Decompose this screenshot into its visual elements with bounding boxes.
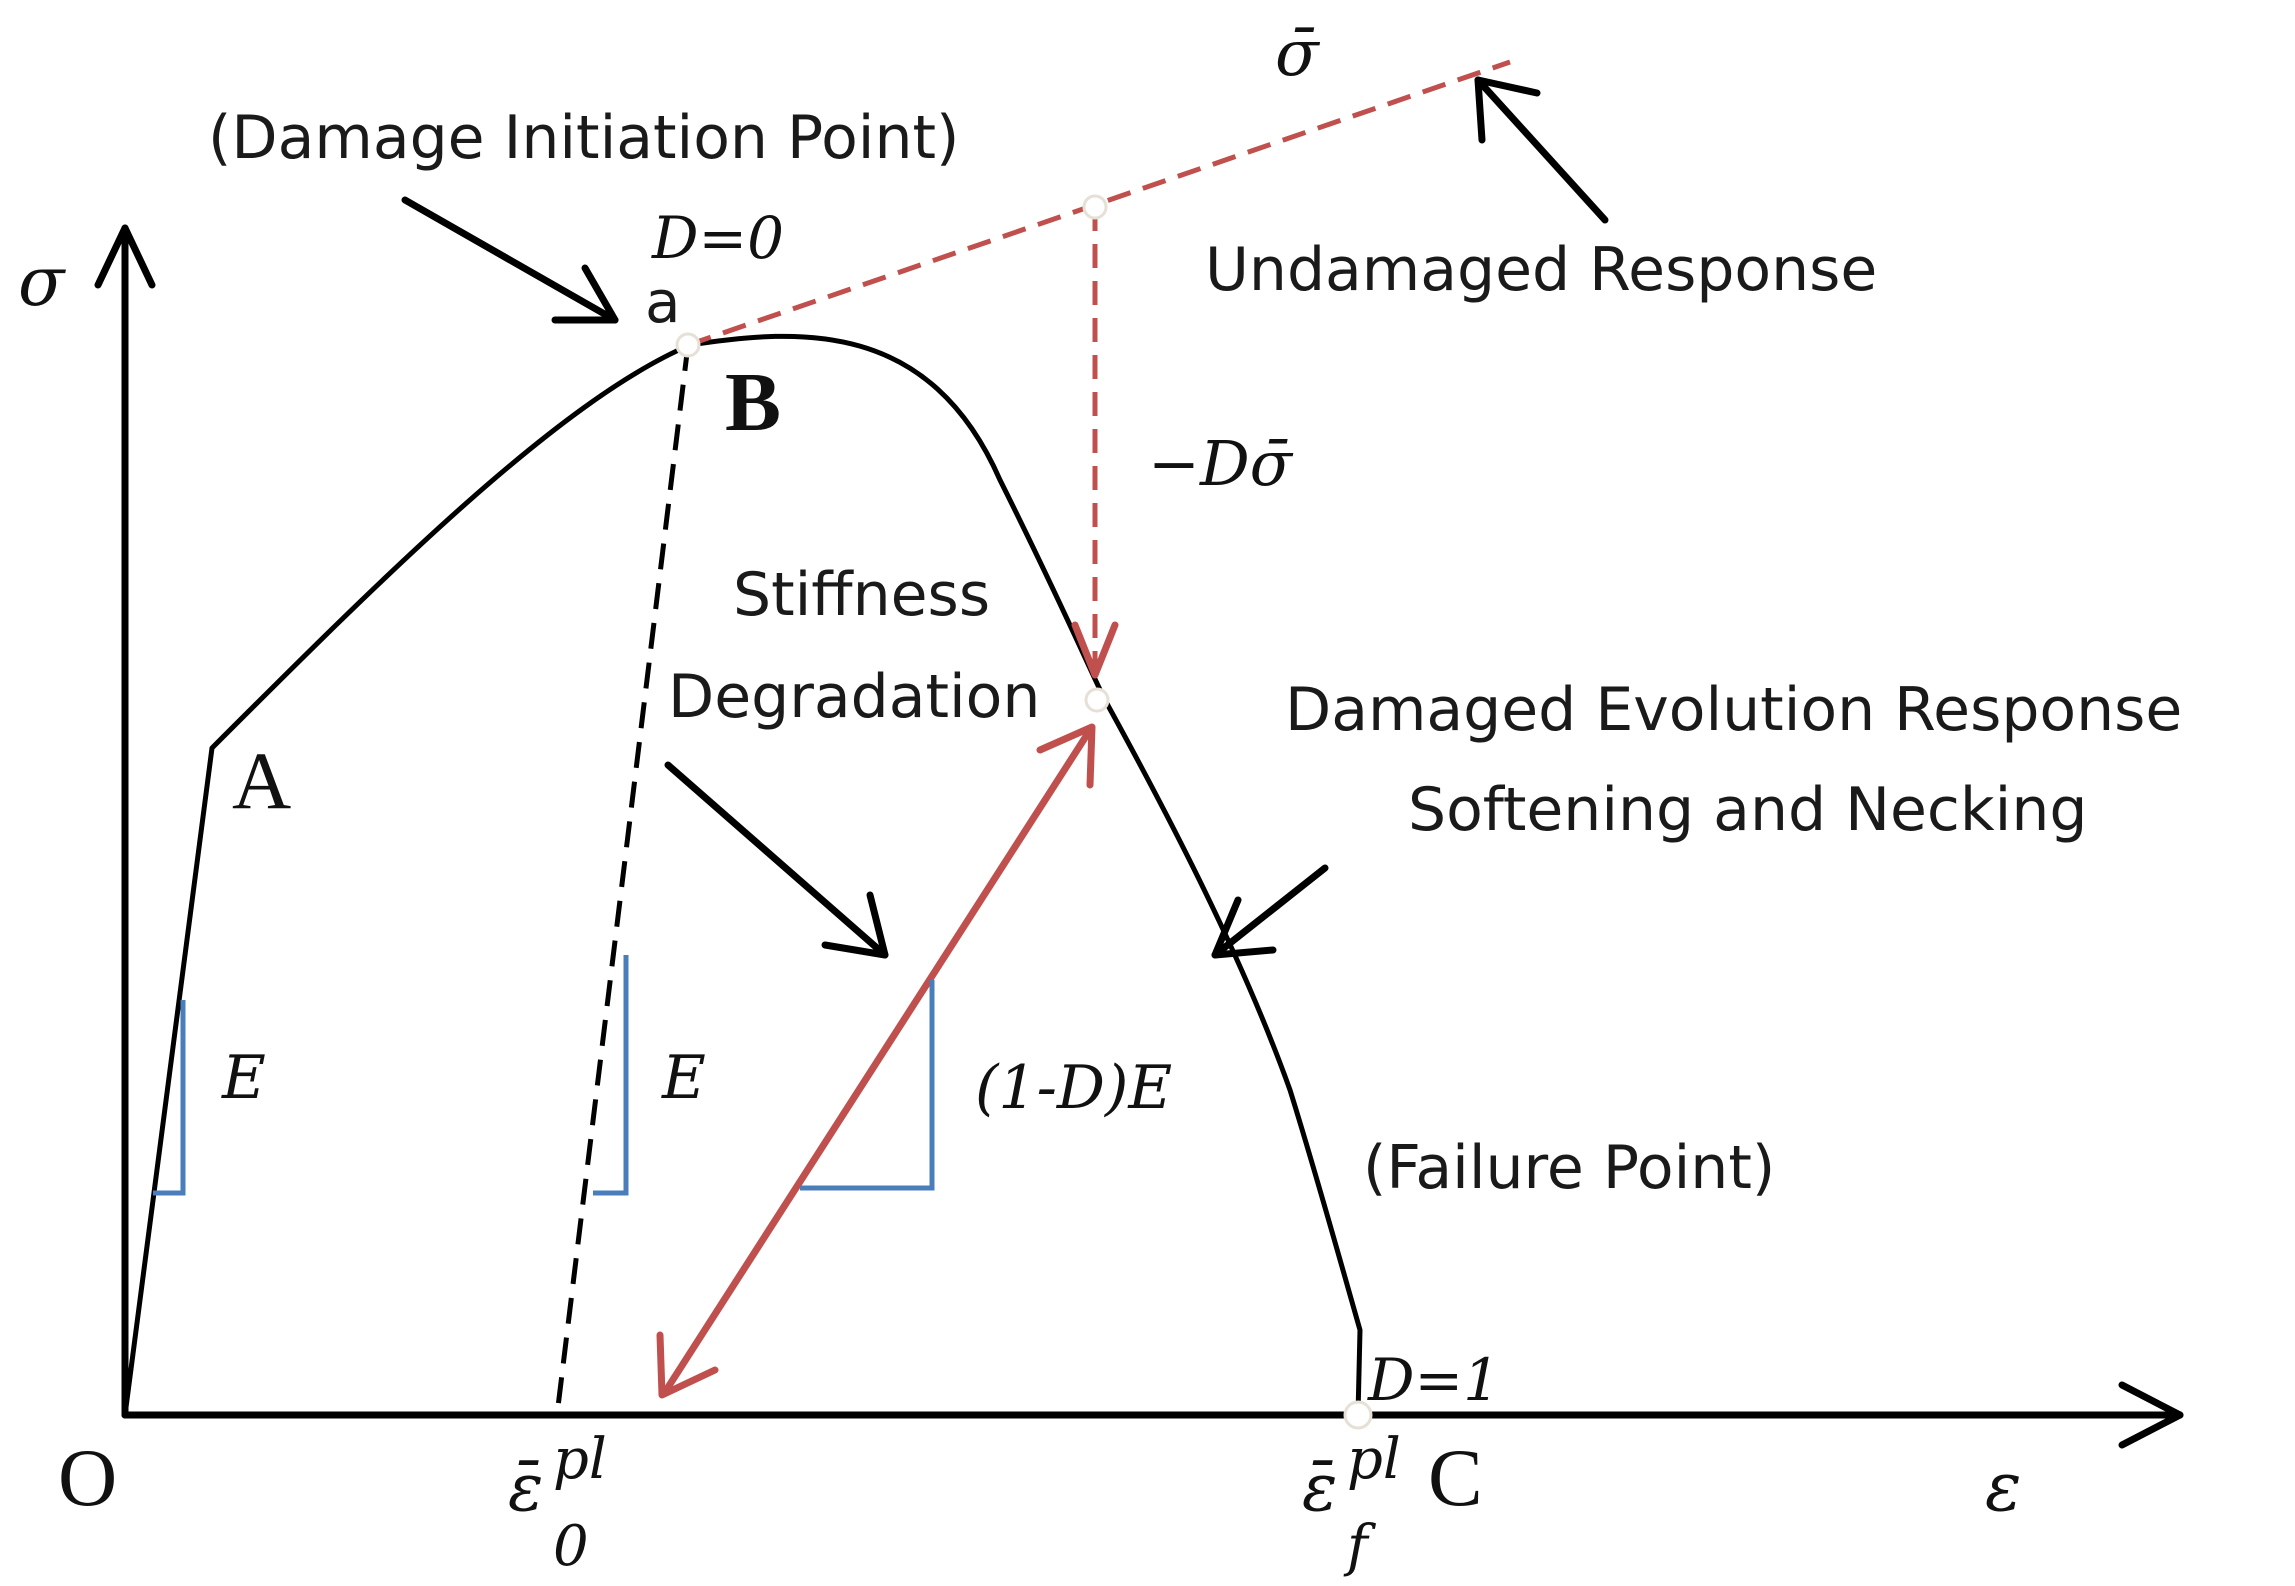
unloading-elastic-line: [554, 344, 691, 1416]
slope-e2-label: E: [661, 1043, 706, 1113]
x-axis-arrowhead: [2118, 1381, 2184, 1449]
undamaged-pointer-arrow: [1474, 76, 1609, 224]
pointer-arrows: [401, 76, 1609, 959]
eps0-symbol: ε̄: [508, 1449, 543, 1526]
point-c-label: C: [1428, 1432, 1483, 1523]
slope-e1-label: E: [221, 1043, 266, 1113]
damage-initiation-label: (Damage Initiation Point): [208, 103, 959, 173]
damaged-stiffness-arrowhead-bottom: [656, 1331, 719, 1399]
epsf-symbol: ε̄: [1302, 1449, 1337, 1526]
axes: [94, 224, 2184, 1449]
epsf-subscript: f: [1343, 1514, 1377, 1579]
undamaged-response-label: Undamaged Response: [1205, 235, 1877, 305]
stress-strain-curve: [122, 333, 1363, 1418]
point-b-label: B: [725, 356, 781, 449]
eps0-pl-label: ε̄ pl 0: [508, 1427, 607, 1579]
stiffness-label-line1: Stiffness: [733, 560, 990, 630]
minus-d-sigma-label: −Dσ̄: [1148, 427, 1294, 500]
damaged-evolution-label-line1: Damaged Evolution Response: [1285, 675, 2182, 745]
y-axis-label: σ: [18, 243, 66, 322]
eps0-subscript: 0: [553, 1514, 589, 1579]
initiation-pointer-arrow: [401, 196, 619, 324]
point-a-label: a: [645, 268, 681, 336]
sigma-bar-label: σ̄: [1275, 17, 1321, 91]
epsf-superscript: pl: [1347, 1427, 1401, 1492]
damage-reduction-arrowhead: [1071, 621, 1119, 679]
damaged-evolution-label-line2: Softening and Necking: [1408, 775, 2087, 845]
x-axis-label: ε: [1985, 1448, 2022, 1527]
y-axis-arrowhead: [94, 224, 156, 289]
point-b: [675, 332, 701, 358]
d-one-label: D=1: [1367, 1346, 1500, 1414]
undamaged-response-line: [687, 59, 1511, 348]
region-a-label: A: [232, 735, 291, 826]
damaged-stiffness-arrow: [661, 726, 1094, 1396]
stiffness-pointer-arrowhead: [821, 891, 889, 959]
undamaged-pointer-arrowhead: [1474, 76, 1541, 144]
damaged-stiffness-arrowhead-top: [1036, 723, 1096, 789]
point-damaged: [1084, 687, 1110, 713]
failure-point-label: (Failure Point): [1363, 1133, 1775, 1203]
epsf-pl-label: ε̄ pl f: [1302, 1427, 1401, 1579]
necking-pointer-arrowhead: [1211, 896, 1277, 959]
point-undamaged: [1082, 194, 1108, 220]
necking-pointer-arrow: [1211, 864, 1329, 959]
slope-triangle-elastic: [153, 1000, 186, 1196]
eps0-superscript: pl: [553, 1427, 607, 1492]
stiffness-pointer-arrow: [664, 761, 889, 959]
point-c: [1343, 1400, 1373, 1430]
initiation-pointer-arrowhead: [551, 264, 619, 324]
d-zero-label: D=0: [651, 204, 784, 272]
slope-triangle-unload: [593, 955, 629, 1196]
slope-damaged-label: (1-D)E: [975, 1053, 1172, 1123]
slope-triangle-damaged: [800, 980, 935, 1191]
origin-label: O: [58, 1432, 117, 1523]
stiffness-label-line2: Degradation: [668, 662, 1040, 732]
